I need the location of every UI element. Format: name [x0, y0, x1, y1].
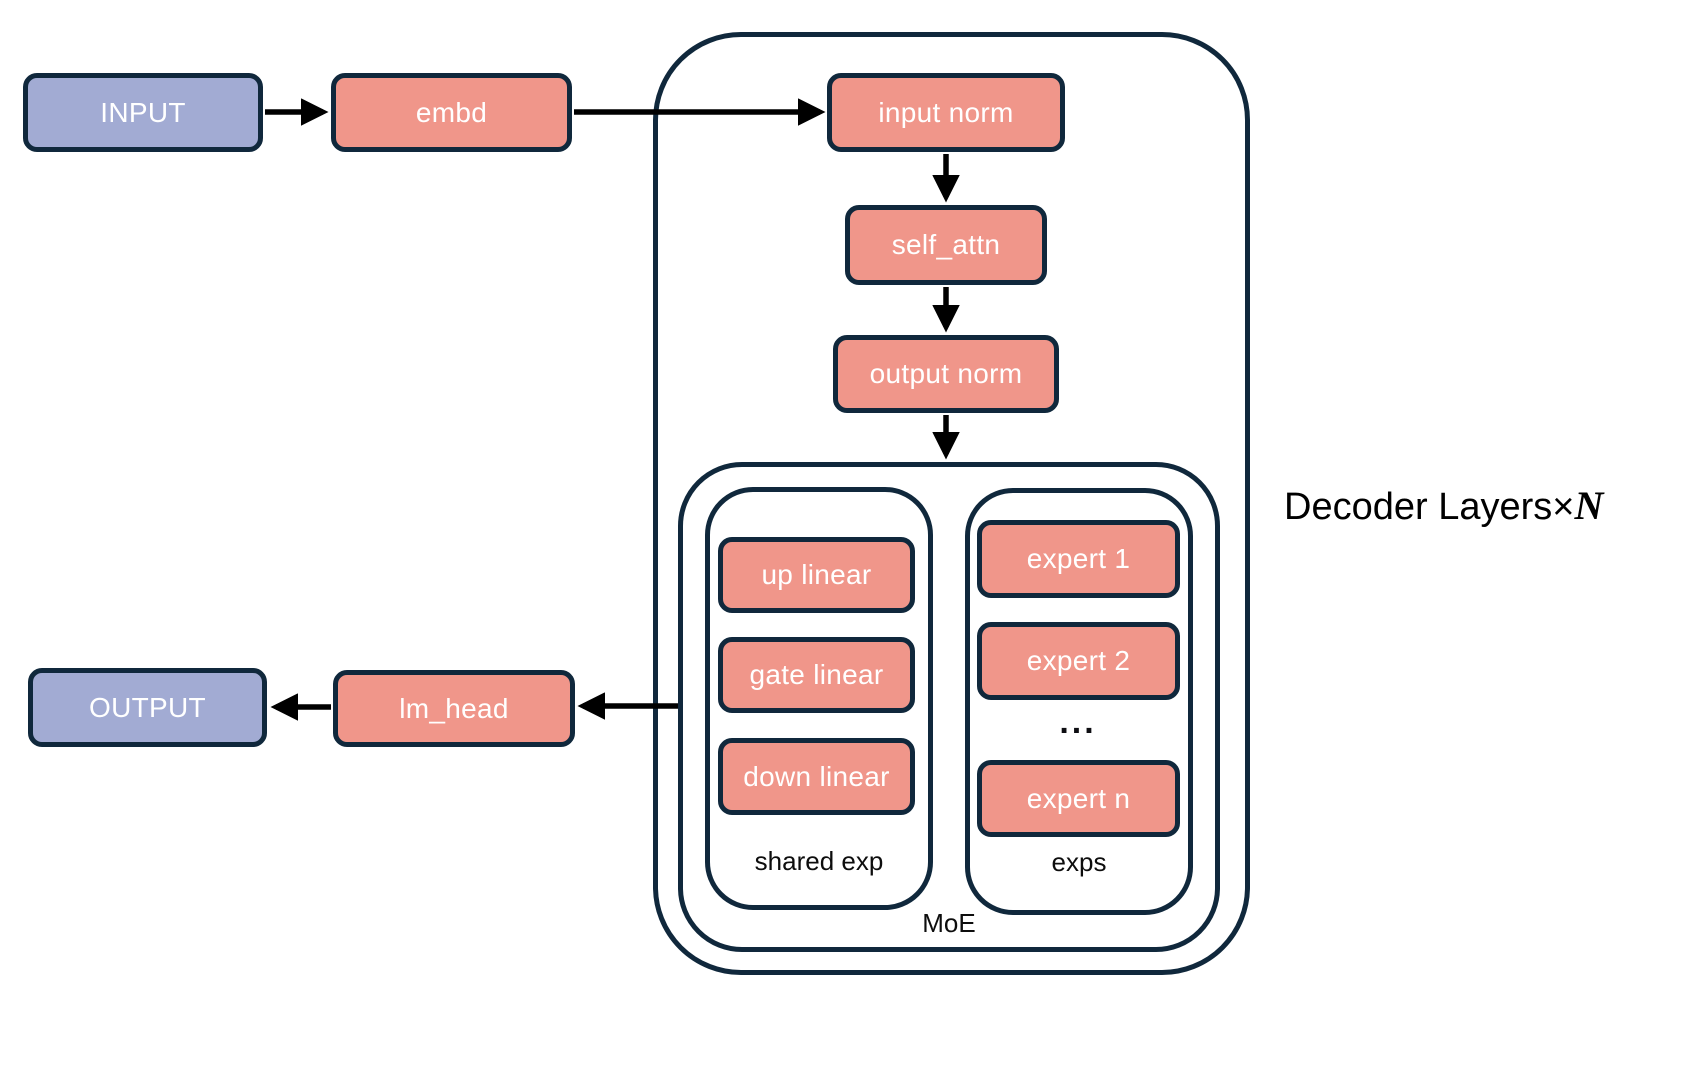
lm-head-node-label: lm_head [399, 692, 509, 724]
output-norm-node: output norm [833, 335, 1059, 413]
embd-node-label: embd [415, 96, 488, 128]
output-node-label: OUTPUT [89, 691, 206, 723]
up-linear-node-label: up linear [761, 559, 872, 590]
input-node-label: INPUT [100, 96, 186, 128]
self-attn-node-label: self_attn [891, 229, 1001, 260]
expert-1-node: expert 1 [977, 520, 1180, 598]
input-norm-node-label: input norm [878, 96, 1014, 128]
decoder-layers-label: Decoder Layers×N [1284, 482, 1603, 529]
decoder-layers-n: N [1574, 483, 1604, 528]
exps-group-label: exps [1051, 847, 1107, 877]
experts-ellipsis: ... [1059, 703, 1097, 741]
self-attn-node: self_attn [845, 205, 1047, 285]
embd-node: embd [331, 73, 572, 152]
output-node: OUTPUT [28, 668, 267, 747]
lm-head-node: lm_head [333, 670, 575, 747]
gate-linear-node: gate linear [718, 637, 915, 713]
expert-2-node-label: expert 2 [1026, 645, 1131, 676]
shared-exp-group: shared exp [705, 487, 933, 910]
expert-2-node: expert 2 [977, 622, 1180, 700]
decoder-layers-group [653, 32, 1250, 975]
decoder-layers-label-text: Decoder Layers [1284, 486, 1553, 528]
times-sign: × [1552, 486, 1575, 528]
input-node: INPUT [23, 73, 263, 152]
expert-n-node: expert n [977, 760, 1180, 837]
up-linear-node: up linear [718, 537, 915, 613]
down-linear-node: down linear [718, 738, 915, 815]
expert-n-node-label: expert n [1026, 782, 1131, 814]
down-linear-node-label: down linear [743, 760, 890, 792]
gate-linear-node-label: gate linear [749, 659, 884, 690]
input-norm-node: input norm [827, 73, 1065, 152]
expert-1-node-label: expert 1 [1026, 543, 1131, 574]
output-norm-node-label: output norm [869, 358, 1023, 389]
exps-group: exps [965, 488, 1193, 915]
moe-group-label: MoE [922, 908, 976, 938]
shared-exp-group-label: shared exp [754, 846, 884, 876]
moe-group: MoE [678, 462, 1220, 952]
